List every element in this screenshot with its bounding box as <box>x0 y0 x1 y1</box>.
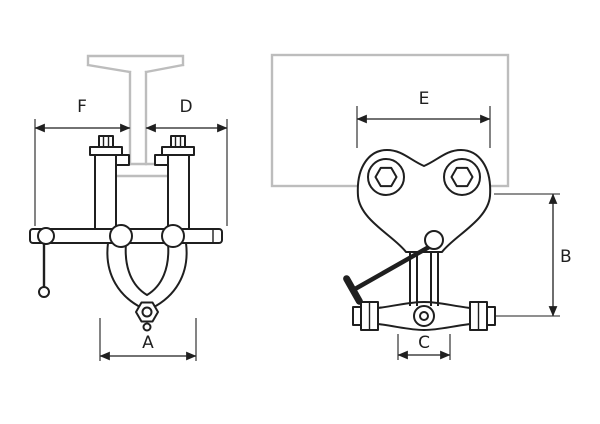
side-view: F D <box>29 54 228 361</box>
handle-pivot <box>424 230 444 250</box>
right-top-nut <box>170 135 186 148</box>
pin-assembly <box>352 301 496 331</box>
right-washer-bar <box>161 146 195 156</box>
dim-c: C <box>397 333 451 360</box>
eye-boss <box>413 305 435 327</box>
shackle-wishbone <box>106 242 188 309</box>
dim-b: B <box>494 193 572 317</box>
clamp-body <box>356 149 492 253</box>
left-roller <box>367 158 405 196</box>
right-roller <box>443 158 481 196</box>
right-pivot-boss <box>161 224 185 248</box>
left-pivot-boss <box>109 224 133 248</box>
left-end-stub <box>352 306 362 326</box>
right-side-plate <box>167 154 190 232</box>
tightening-handle <box>343 230 444 305</box>
left-top-nut <box>98 135 114 148</box>
dim-d-label: D <box>179 97 192 117</box>
dim-d: D <box>145 97 228 226</box>
right-jaw-lip <box>154 154 169 166</box>
dim-a-label: A <box>142 333 154 353</box>
dim-b-label: B <box>560 247 572 267</box>
dim-f-label: F <box>77 97 87 117</box>
left-side-plate <box>94 154 117 232</box>
left-jaw-lip <box>115 154 130 166</box>
clamp-right-plate-assembly <box>154 135 195 232</box>
handle-t-grip <box>343 275 363 305</box>
beam-bottom-flange <box>106 162 178 178</box>
shackle-straps <box>409 252 439 306</box>
handle-knob <box>37 227 55 245</box>
i-beam-section <box>86 54 185 178</box>
bottom-eye-nut <box>135 301 159 332</box>
right-end-stub <box>486 306 496 326</box>
left-washer-bar <box>89 146 123 156</box>
dim-e: E <box>356 89 491 148</box>
dim-a: A <box>99 318 197 361</box>
dim-c-label: C <box>418 333 430 353</box>
front-view: E <box>270 53 572 360</box>
clamp-left-plate-assembly <box>89 135 130 232</box>
dim-f: F <box>34 97 131 226</box>
locking-pin <box>37 227 55 298</box>
dim-e-label: E <box>419 89 430 109</box>
pin-ball <box>38 286 50 298</box>
